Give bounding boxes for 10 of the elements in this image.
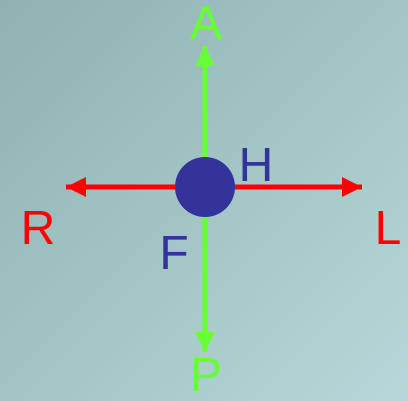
direction-letter: H xyxy=(238,142,274,190)
arrow xyxy=(195,46,215,157)
direction-letter: R xyxy=(18,205,58,253)
direction-letter: A xyxy=(190,0,222,46)
direction-letter: P xyxy=(188,352,224,400)
arrow xyxy=(235,177,362,197)
arrow xyxy=(66,177,175,197)
arrow xyxy=(195,217,215,352)
direction-letter: F xyxy=(158,230,190,278)
direction-letter: L xyxy=(370,205,406,253)
